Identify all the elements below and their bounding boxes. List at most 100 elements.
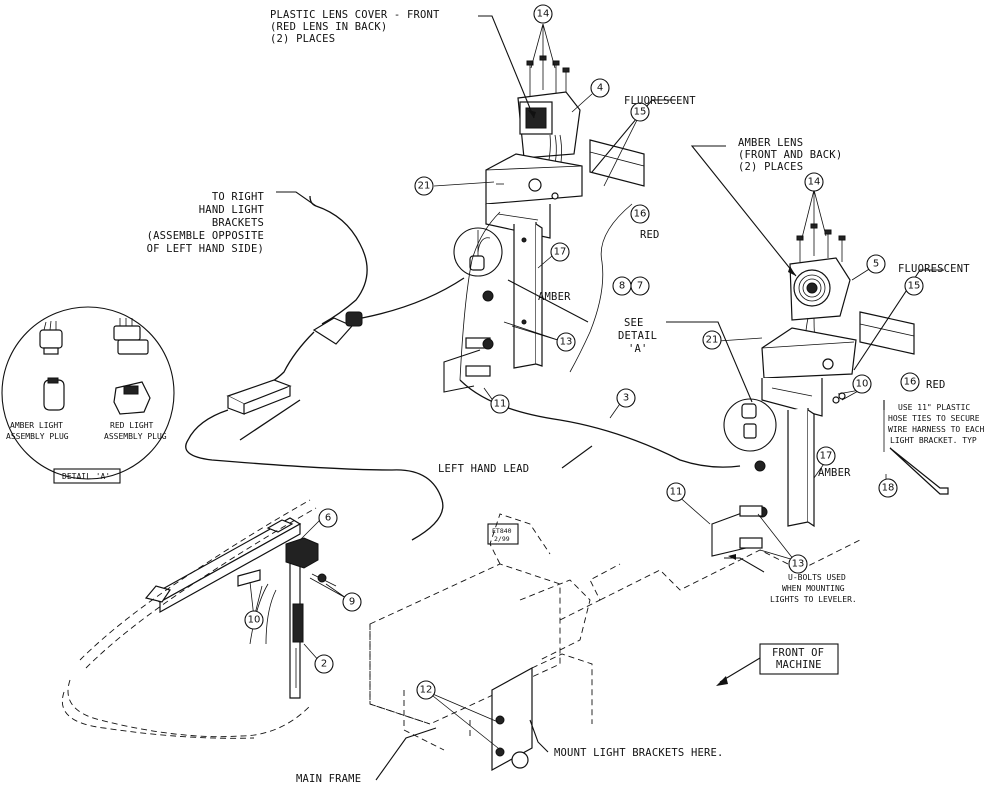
- plug-callout-left: [453, 227, 503, 277]
- amber-left-label: AMBER: [538, 291, 571, 303]
- balloon-4: 4: [590, 78, 610, 98]
- svg-text:15: 15: [634, 107, 647, 118]
- red-plug-label-1: RED LIGHT: [110, 421, 154, 430]
- svg-text:21: 21: [706, 335, 719, 346]
- amber-lens-label-1: AMBER LENS: [738, 137, 803, 149]
- hose-ties-label-1: USE 11" PLASTIC: [898, 403, 970, 412]
- to-right-hand-label-1: TO RIGHT: [212, 191, 265, 203]
- u-bolts-label-3: LIGHTS TO LEVELER.: [770, 595, 857, 604]
- balloon-11-left: 11: [490, 394, 510, 414]
- bracket-post-right: [787, 408, 809, 527]
- balloon-3: 3: [616, 388, 636, 408]
- left-light-assembly: [443, 55, 645, 393]
- svg-text:17: 17: [554, 247, 567, 258]
- fluorescent-strip-right: [859, 311, 915, 355]
- svg-text:21: 21: [418, 181, 431, 192]
- svg-text:3: 3: [623, 393, 629, 404]
- hose-ties-label-3: WIRE HARNESS TO EACH: [888, 425, 985, 434]
- balloon-16-left: 16: [630, 204, 650, 224]
- svg-text:11: 11: [494, 399, 507, 410]
- balloon-14-right: 14: [804, 172, 824, 192]
- balloon-7: 7: [630, 276, 650, 296]
- balloon-12: 12: [416, 680, 436, 700]
- fluorescent-left-label: FLUORESCENT: [624, 95, 696, 107]
- main-frame-label: MAIN FRAME: [296, 773, 361, 785]
- screws-icon: [526, 55, 570, 96]
- amber-plug-connector-icon: [39, 320, 65, 411]
- plug-callout-right: [723, 398, 777, 452]
- bracket-post-left: [513, 222, 537, 369]
- amber-plug-label-2: ASSEMBLY PLUG: [6, 432, 69, 441]
- svg-text:8: 8: [619, 281, 625, 292]
- lens-cover-label-3: (2) PLACES: [270, 33, 335, 45]
- u-bolt-right: [711, 509, 751, 557]
- callout-balloons: 14 4 15 21 16 17 8 7 13 11 3 14 5 15 21 …: [244, 4, 924, 700]
- red-left-label: RED: [640, 229, 660, 241]
- balloon-10-left: 10: [244, 610, 264, 630]
- svg-text:4: 4: [597, 83, 603, 94]
- svg-text:9: 9: [349, 597, 355, 608]
- drawing-stamp-2: 2/99: [494, 535, 510, 543]
- balloon-13-left: 13: [556, 332, 576, 352]
- svg-text:14: 14: [808, 177, 821, 188]
- balloon-14-left: 14: [533, 4, 553, 24]
- svg-text:18: 18: [882, 483, 895, 494]
- lower-rail-assembly: [62, 499, 337, 739]
- balloon-5: 5: [866, 254, 886, 274]
- bracket-box-right: [761, 327, 857, 379]
- u-bolt-left: [443, 349, 481, 393]
- cable-to-right-hand: [315, 205, 368, 325]
- mount-here-label: MOUNT LIGHT BRACKETS HERE.: [554, 747, 724, 759]
- balloon-18: 18: [878, 478, 898, 498]
- svg-text:11: 11: [670, 487, 683, 498]
- balloon-21-right: 21: [702, 330, 722, 350]
- balloon-6: 6: [318, 508, 338, 528]
- amber-plug-label-1: AMBER LIGHT: [10, 421, 63, 430]
- svg-text:17: 17: [820, 451, 833, 462]
- balloon-9: 9: [342, 592, 362, 612]
- detail-a-circle: [1, 306, 175, 480]
- balloon-15-left: 15: [630, 102, 650, 122]
- beacon-light-icon: [285, 537, 319, 569]
- drawing-stamp-box: [487, 523, 519, 545]
- amber-right-label: AMBER: [818, 467, 851, 479]
- detail-a-title: DETAIL 'A': [62, 472, 110, 481]
- amber-lens-label-2: (FRONT AND BACK): [738, 149, 842, 161]
- balloon-21-left: 21: [414, 176, 434, 196]
- see-detail-label-3: 'A': [628, 343, 648, 355]
- detail-a-view: AMBER LIGHT ASSEMBLY PLUG RED LIGHT ASSE…: [1, 306, 175, 484]
- to-right-hand-label-4: (ASSEMBLE OPPOSITE: [147, 230, 264, 242]
- balloon-10-right: 10: [852, 374, 872, 394]
- balloon-17-left: 17: [550, 242, 570, 262]
- balloon-15-right: 15: [904, 276, 924, 296]
- hose-ties-label-2: HOSE TIES TO SECURE: [888, 414, 980, 423]
- to-right-hand-label-3: BRACKETS: [212, 217, 264, 229]
- see-detail-label-2: DETAIL: [618, 330, 657, 342]
- to-right-hand-label-5: OF LEFT HAND SIDE): [147, 243, 264, 255]
- svg-text:10: 10: [856, 379, 869, 390]
- hose-ties-label-4: LIGHT BRACKET. TYP: [890, 436, 977, 445]
- front-of-machine-label-2: MACHINE: [776, 659, 822, 671]
- svg-text:13: 13: [792, 559, 805, 570]
- svg-text:12: 12: [420, 685, 433, 696]
- svg-text:5: 5: [873, 259, 879, 270]
- see-detail-label-1: SEE: [624, 317, 644, 329]
- wiring-harness: [185, 195, 741, 541]
- hose-tie-icon: [889, 447, 949, 495]
- svg-text:2: 2: [321, 659, 327, 670]
- u-bolts-label-1: U-BOLTS USED: [788, 573, 846, 582]
- left-hand-lead-label: LEFT HAND LEAD: [438, 463, 529, 475]
- balloon-13-right: 13: [788, 554, 808, 574]
- front-of-machine-box: [759, 643, 839, 675]
- balloon-16-right: 16: [900, 372, 920, 392]
- u-bolts-label-2: WHEN MOUNTING: [782, 584, 845, 593]
- to-right-hand-label-2: HAND LIGHT: [199, 204, 265, 216]
- svg-text:15: 15: [908, 281, 921, 292]
- svg-text:13: 13: [560, 337, 573, 348]
- fluorescent-right-label: FLUORESCENT: [898, 263, 970, 275]
- svg-text:16: 16: [904, 377, 917, 388]
- balloon-11-right: 11: [666, 482, 686, 502]
- drawing-stamp-1: ET840: [492, 527, 512, 535]
- balloon-17-right: 17: [816, 446, 836, 466]
